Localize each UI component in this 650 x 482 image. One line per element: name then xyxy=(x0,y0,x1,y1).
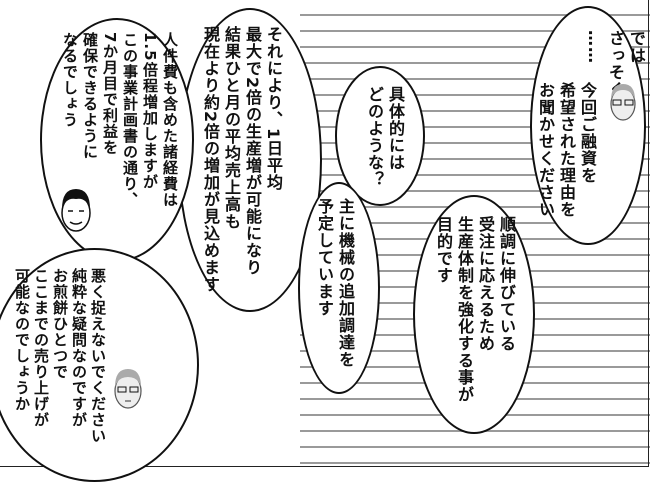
line: なるでしょう xyxy=(61,32,79,128)
speech-text-purpose: 順調に伸びている受注に応えるため生産体制を強化する事が目的です xyxy=(433,216,538,403)
speech-bubble-machinery xyxy=(298,182,380,394)
businessman-face-icon xyxy=(61,189,91,232)
line: ここまでの売り上げが xyxy=(32,268,50,428)
line: 希望された理由を xyxy=(557,82,576,218)
line: 今回ご融資を xyxy=(578,82,597,184)
line: 確保できるように xyxy=(81,32,99,160)
panel-border xyxy=(0,0,649,467)
speech-text-question: 悪く捉えないでください純粋な疑問なのですがお煎餅ひとつでここまでの売り上げが可能… xyxy=(12,268,126,444)
line: 目的です xyxy=(434,216,453,284)
speech-text-intro: ではさっそく…… xyxy=(584,30,650,98)
line: では xyxy=(627,30,646,64)
line: この事業計画書の通り、 xyxy=(121,32,139,208)
banker-face-icon xyxy=(610,84,636,121)
line: 最大で2倍の生産増が可能になり xyxy=(243,26,262,277)
line: 悪く捉えないでください xyxy=(89,268,107,444)
line: 生産体制を強化する事が xyxy=(455,216,474,403)
speech-bubble-purpose xyxy=(413,195,535,434)
speech-text-production: それにより、1日平均最大で2倍の生産増が可能になり結果ひと月の平均売上高も現在よ… xyxy=(200,26,305,293)
speech-text-reason-request: 今回ご融資を希望された理由をお聞かせください xyxy=(535,82,619,218)
line: お聞かせください xyxy=(536,82,555,218)
banker-face-icon xyxy=(114,369,142,409)
line: 可能なのでしょうか xyxy=(13,268,31,412)
line: 予定しています xyxy=(315,198,334,317)
speech-text-specifics: 具体的にはどのような？ xyxy=(364,86,427,188)
speech-bubble-request xyxy=(530,6,646,245)
speech-bubble-production xyxy=(178,8,322,312)
line: 人件費も含めた諸経費は xyxy=(161,32,179,208)
line: 受注に応えるため xyxy=(476,216,495,352)
line: さっそく xyxy=(606,30,625,98)
line: どのような？ xyxy=(365,86,384,188)
line: 結果ひと月の平均売上高も xyxy=(222,26,241,230)
line: 純粋な疑問なのですが xyxy=(70,268,88,428)
line: お煎餅ひとつで xyxy=(51,268,69,380)
line: 1.5倍程増加しますが xyxy=(141,32,159,190)
line: 主に機械の追加調達を xyxy=(336,198,355,368)
line: 7か月目で利益を xyxy=(101,32,119,156)
speech-text-machinery: 主に機械の追加調達を予定しています xyxy=(314,198,377,368)
speech-bubble-specifics xyxy=(335,66,425,206)
line: それにより、1日平均 xyxy=(264,26,283,192)
line: 順調に伸びている xyxy=(497,216,516,352)
line: 現在より約2倍の増加が見込めます xyxy=(201,26,220,294)
speech-bubble-question xyxy=(0,248,199,482)
line: …… xyxy=(585,30,604,64)
line: 具体的には xyxy=(386,86,405,171)
